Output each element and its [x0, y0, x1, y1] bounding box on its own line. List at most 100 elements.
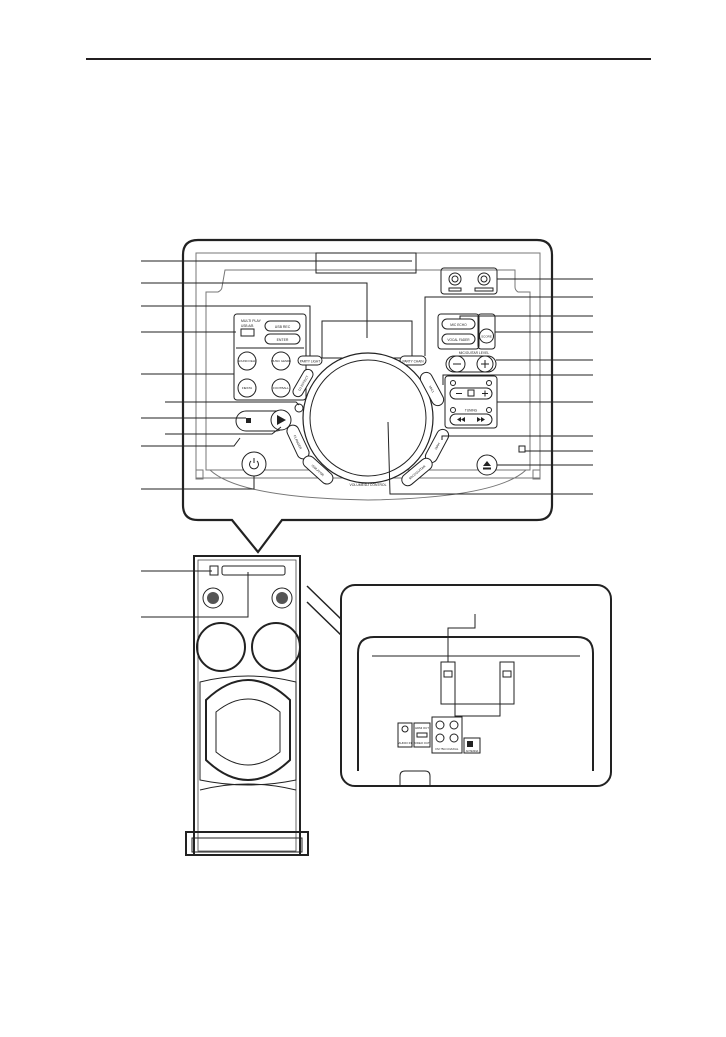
usb-rec-button[interactable]: [264, 320, 301, 332]
tower-leader-2: [141, 572, 249, 618]
volume-dj-dial[interactable]: [302, 352, 434, 484]
enter-button[interactable]: [264, 333, 301, 345]
remote-sensor: [518, 445, 526, 453]
rear-audio-in-panel: [397, 722, 413, 748]
eject-icon: [483, 461, 491, 466]
tower-speaker: [185, 555, 309, 856]
power-button[interactable]: [241, 451, 267, 477]
mic-level-group: [445, 355, 497, 373]
power-icon: [249, 460, 259, 470]
tower-woofer-frame: [199, 675, 297, 786]
tower-woofer-inner: [215, 698, 281, 766]
speaker-terminal-2[interactable]: [449, 720, 459, 730]
football-button[interactable]: [271, 378, 291, 398]
panel-lower-curve: [209, 469, 527, 501]
usb-port[interactable]: [240, 328, 255, 337]
next-icon: [477, 417, 485, 422]
speaker-terminal-4[interactable]: [449, 733, 459, 743]
audio-in-jack[interactable]: [401, 725, 409, 733]
mic-jack-2-inner: [480, 275, 488, 283]
music-genre-button[interactable]: [271, 351, 291, 371]
party-chain-label: PARTY CHAIN: [402, 360, 424, 364]
mic1-button[interactable]: MIC1: [418, 370, 445, 407]
tower-midrange-right: [251, 622, 301, 672]
play-icon: [277, 415, 286, 425]
mic-jack-2[interactable]: [477, 272, 491, 286]
rear-handle-opening: [399, 770, 431, 785]
wah-label: WAH: [434, 441, 441, 450]
rear-hdmi-label: HDMI OUT: [415, 726, 429, 730]
jack-label-1: [448, 287, 462, 292]
rear-callout-pointer: [306, 585, 343, 637]
rear-hdmi-panel: [413, 722, 431, 748]
rear-audio-in-label: AUDIO IN: [398, 741, 411, 745]
speaker-terminal-3[interactable]: [435, 733, 445, 743]
party-light-label: PARTY LIGHT: [300, 360, 321, 364]
stop-icon[interactable]: [246, 418, 251, 423]
folder-icon: [467, 389, 475, 397]
tuning-indicator-2: [486, 380, 492, 386]
mic-echo-group: [437, 313, 480, 350]
leader-lines-left: [141, 260, 368, 490]
sound-field-label: SOUND FIELD: [238, 359, 257, 363]
dj-effect-button[interactable]: DJ EFFECT: [291, 368, 315, 399]
rear-antenna-label: ANTENNA: [466, 749, 479, 753]
tower-base: [185, 831, 309, 856]
fiesta-button[interactable]: [237, 378, 257, 398]
volume-dj-label: VOLUME/DJ CONTROL: [350, 483, 387, 487]
usb-rec-label: USB REC: [275, 325, 291, 329]
volume-dj-dial-inner: [309, 359, 427, 477]
leader-lines-right: [387, 278, 593, 495]
rear-handle-leader: [447, 614, 476, 662]
rear-top-outline: [357, 636, 594, 771]
mic-jack-1-inner: [451, 275, 459, 283]
tower-tweeter-left: [202, 587, 224, 609]
tower-top-slot: [221, 565, 286, 576]
sound-field-button[interactable]: [237, 351, 257, 371]
speaker-terminal-1[interactable]: [435, 720, 445, 730]
rear-handle-left: [440, 661, 456, 705]
mic-level-label: MIC/GUITAR LEVEL: [459, 351, 490, 355]
folder-rocker[interactable]: [449, 387, 493, 400]
isolator-button[interactable]: ISOLATOR: [301, 453, 336, 486]
panel-foot-left: [195, 469, 204, 480]
score-button[interactable]: [479, 328, 494, 344]
rear-handle-right: [499, 661, 515, 705]
tuning-indicator-1: [450, 380, 456, 386]
mic-echo-button[interactable]: [441, 318, 476, 330]
mic-echo-label: MIC ECHO: [450, 323, 467, 327]
music-genre-label: MUSIC GENRE: [271, 359, 291, 363]
eject-icon-bar: [483, 467, 491, 470]
jack-label-2: [474, 287, 494, 292]
multi-play-label: MULTI PLAY: [241, 319, 262, 323]
enter-label: ENTER: [277, 338, 289, 342]
panel-inner-shape: [205, 269, 531, 471]
tuning-indicator-3: [450, 407, 456, 413]
jack-panel: [440, 267, 498, 295]
rear-coaxial-label: FM 75Ω COAXIAL: [436, 747, 459, 751]
tuning-rocker[interactable]: [449, 413, 493, 426]
antenna-port[interactable]: [467, 741, 473, 747]
vocal-fader-label: VOCAL FADER: [447, 338, 470, 342]
party-chain-button[interactable]: [399, 355, 427, 366]
panel-foot-right: [532, 469, 541, 480]
disc-slot: [315, 252, 417, 274]
vocal-fader-button[interactable]: [441, 333, 476, 345]
mic1-label: MIC1: [428, 385, 435, 394]
mic-jack-1[interactable]: [448, 272, 462, 286]
football-label: FOOTBALL: [273, 386, 289, 390]
multi-play-sub-label: USB A/B: [241, 324, 253, 328]
rear-speaker-panel: [431, 716, 463, 754]
hdmi-port[interactable]: [416, 732, 428, 738]
flanger-label: FLANGER: [293, 435, 303, 451]
rear-video-out-label: VIDEO OUT: [414, 741, 430, 745]
dj-small-button[interactable]: [294, 403, 304, 413]
tower-midrange-left: [196, 622, 246, 672]
rear-callout-box: [340, 584, 612, 787]
rear-antenna-panel: [463, 737, 481, 754]
prev-icon: [457, 417, 465, 422]
tower-tweeter-right: [271, 587, 293, 609]
tuning-label: TUNING: [465, 409, 478, 413]
